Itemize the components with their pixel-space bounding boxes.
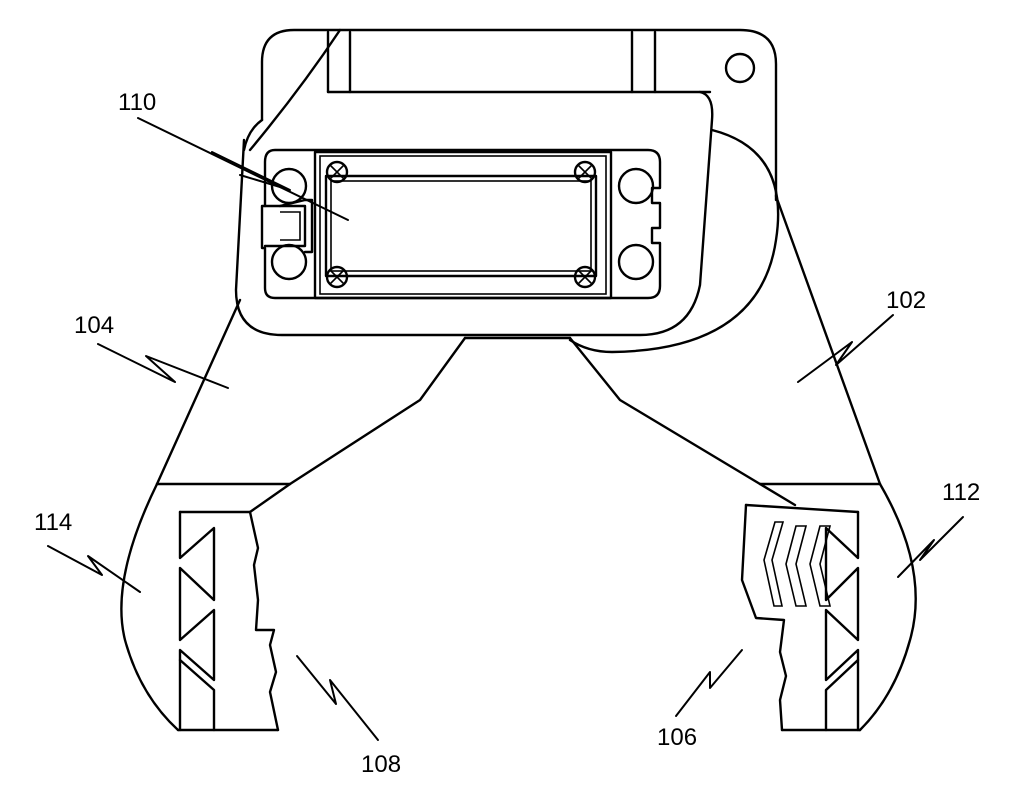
ref-label-104: 104 bbox=[74, 312, 114, 339]
leader-112 bbox=[897, 516, 964, 578]
mount-hole bbox=[724, 52, 756, 84]
left-finger bbox=[120, 298, 572, 732]
leader-104 bbox=[97, 343, 229, 389]
leader-106 bbox=[675, 649, 743, 717]
screw-icon bbox=[325, 265, 349, 289]
frame-hole bbox=[617, 167, 655, 205]
screw-icon bbox=[573, 160, 597, 184]
ref-label-106: 106 bbox=[657, 724, 697, 751]
leader-108 bbox=[296, 655, 379, 741]
ref-label-108: 108 bbox=[361, 751, 401, 778]
connector-module bbox=[313, 150, 613, 300]
ref-label-114: 114 bbox=[34, 509, 72, 536]
right-finger bbox=[568, 194, 917, 732]
ref-label-112: 112 bbox=[942, 479, 980, 506]
ref-label-102: 102 bbox=[886, 287, 926, 314]
frame-hole bbox=[617, 243, 655, 281]
leader-102 bbox=[797, 314, 894, 383]
mount-housing bbox=[242, 28, 778, 202]
screw-icon bbox=[325, 160, 349, 184]
screw-icon bbox=[573, 265, 597, 289]
frame-hole bbox=[270, 243, 308, 281]
connector-frame bbox=[260, 148, 662, 300]
front-plate bbox=[234, 28, 780, 354]
leader-110 bbox=[137, 117, 349, 221]
ref-label-110: 110 bbox=[118, 89, 156, 116]
leader-114 bbox=[47, 545, 141, 593]
